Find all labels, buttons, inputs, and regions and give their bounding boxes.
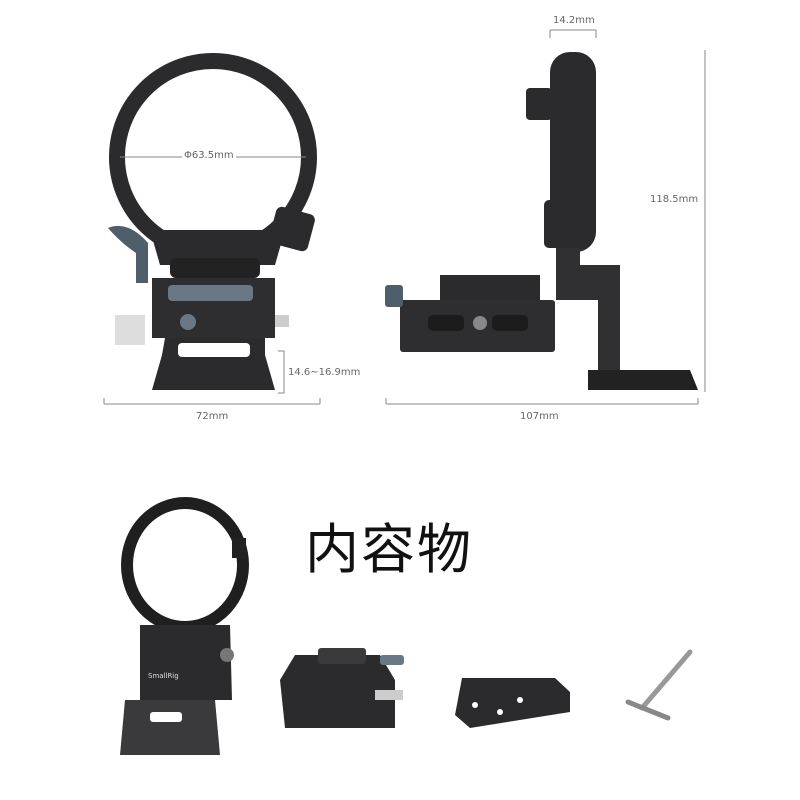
lever-icon bbox=[108, 225, 148, 283]
side-view bbox=[385, 29, 706, 405]
section-title: 内容物 bbox=[305, 518, 473, 581]
front-view bbox=[103, 53, 321, 405]
side-height-label: 118.5mm bbox=[648, 194, 701, 205]
brand-logo: SmallRig bbox=[148, 672, 179, 680]
front-width-label: 72mm bbox=[194, 411, 231, 422]
height-range-label: 14.6~16.9mm bbox=[286, 367, 363, 378]
content-ring-assembly bbox=[120, 497, 249, 755]
hex-key-icon bbox=[625, 649, 693, 721]
content-plate bbox=[455, 678, 570, 728]
ring-knob bbox=[269, 206, 315, 252]
side-thickness-label: 14.2mm bbox=[551, 15, 597, 26]
ring-diameter-label: Φ63.5mm bbox=[182, 150, 236, 161]
side-length-label: 107mm bbox=[518, 411, 561, 422]
content-quick-release-clamp bbox=[280, 648, 404, 728]
clamp-lever bbox=[168, 285, 253, 301]
